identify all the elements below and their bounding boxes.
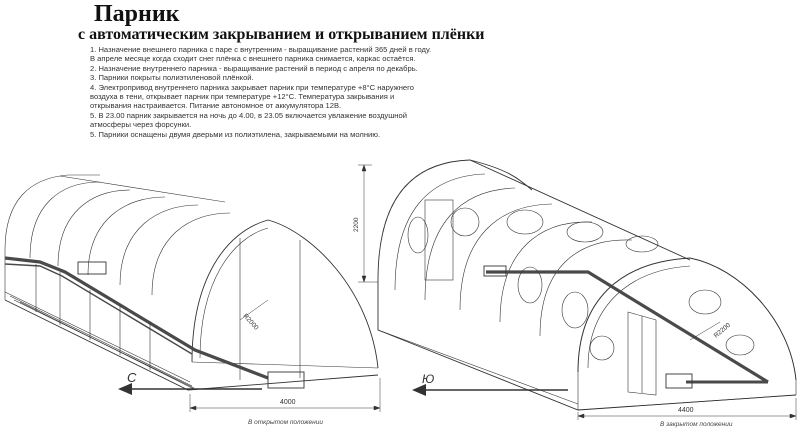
- note-line: 4. Электропривод внутреннего парника зак…: [90, 82, 414, 92]
- note-line: воздуха в тени, открывает парник при тем…: [90, 92, 395, 102]
- page-subtitle: с автоматическим закрыванием и открывани…: [78, 26, 485, 43]
- note-line: 2. Назначение внутреннего парника - выра…: [90, 63, 418, 73]
- left-width-dimension: [189, 378, 381, 412]
- note-line: 5. В 23.00 парник закрывается на ночь до…: [90, 110, 407, 120]
- right-caption: В закрытом положении: [660, 421, 733, 428]
- right-height-dimension: [358, 164, 378, 283]
- north-arrow: С: [118, 370, 262, 395]
- note-line: открывания настраивается. Питание автоно…: [90, 101, 342, 111]
- notes-list: 1. Назначение внешнего парника с паре с …: [90, 45, 490, 139]
- note-line: 5. Парники оснащены двумя дверьми из пол…: [90, 129, 381, 139]
- south-arrow: Ю: [412, 372, 568, 396]
- left-greenhouse: [4, 174, 379, 391]
- note-line: 1. Назначение внешнего парника с паре с …: [90, 45, 432, 54]
- right-height-label: 2200: [353, 217, 360, 232]
- left-radius-label: R2000: [242, 313, 260, 332]
- south-arrow-label: Ю: [422, 372, 434, 386]
- left-width-label: 4000: [280, 399, 296, 406]
- right-width-dimension: [577, 398, 797, 420]
- note-line: В апреле месяце когда сходит снег плёнка…: [90, 54, 416, 64]
- right-greenhouse: [377, 159, 797, 411]
- note-line: атмосферы через форсунки.: [90, 120, 192, 130]
- note-line: 3. Парники покрыты полиэтиленовой плёнко…: [90, 73, 254, 83]
- right-radius-line: [689, 321, 721, 341]
- north-arrow-label: С: [127, 370, 137, 385]
- left-radius-line: [239, 299, 269, 321]
- page-title: Парник: [94, 1, 180, 27]
- right-width-label: 4400: [678, 407, 694, 414]
- left-caption: В открытом положении: [248, 419, 323, 426]
